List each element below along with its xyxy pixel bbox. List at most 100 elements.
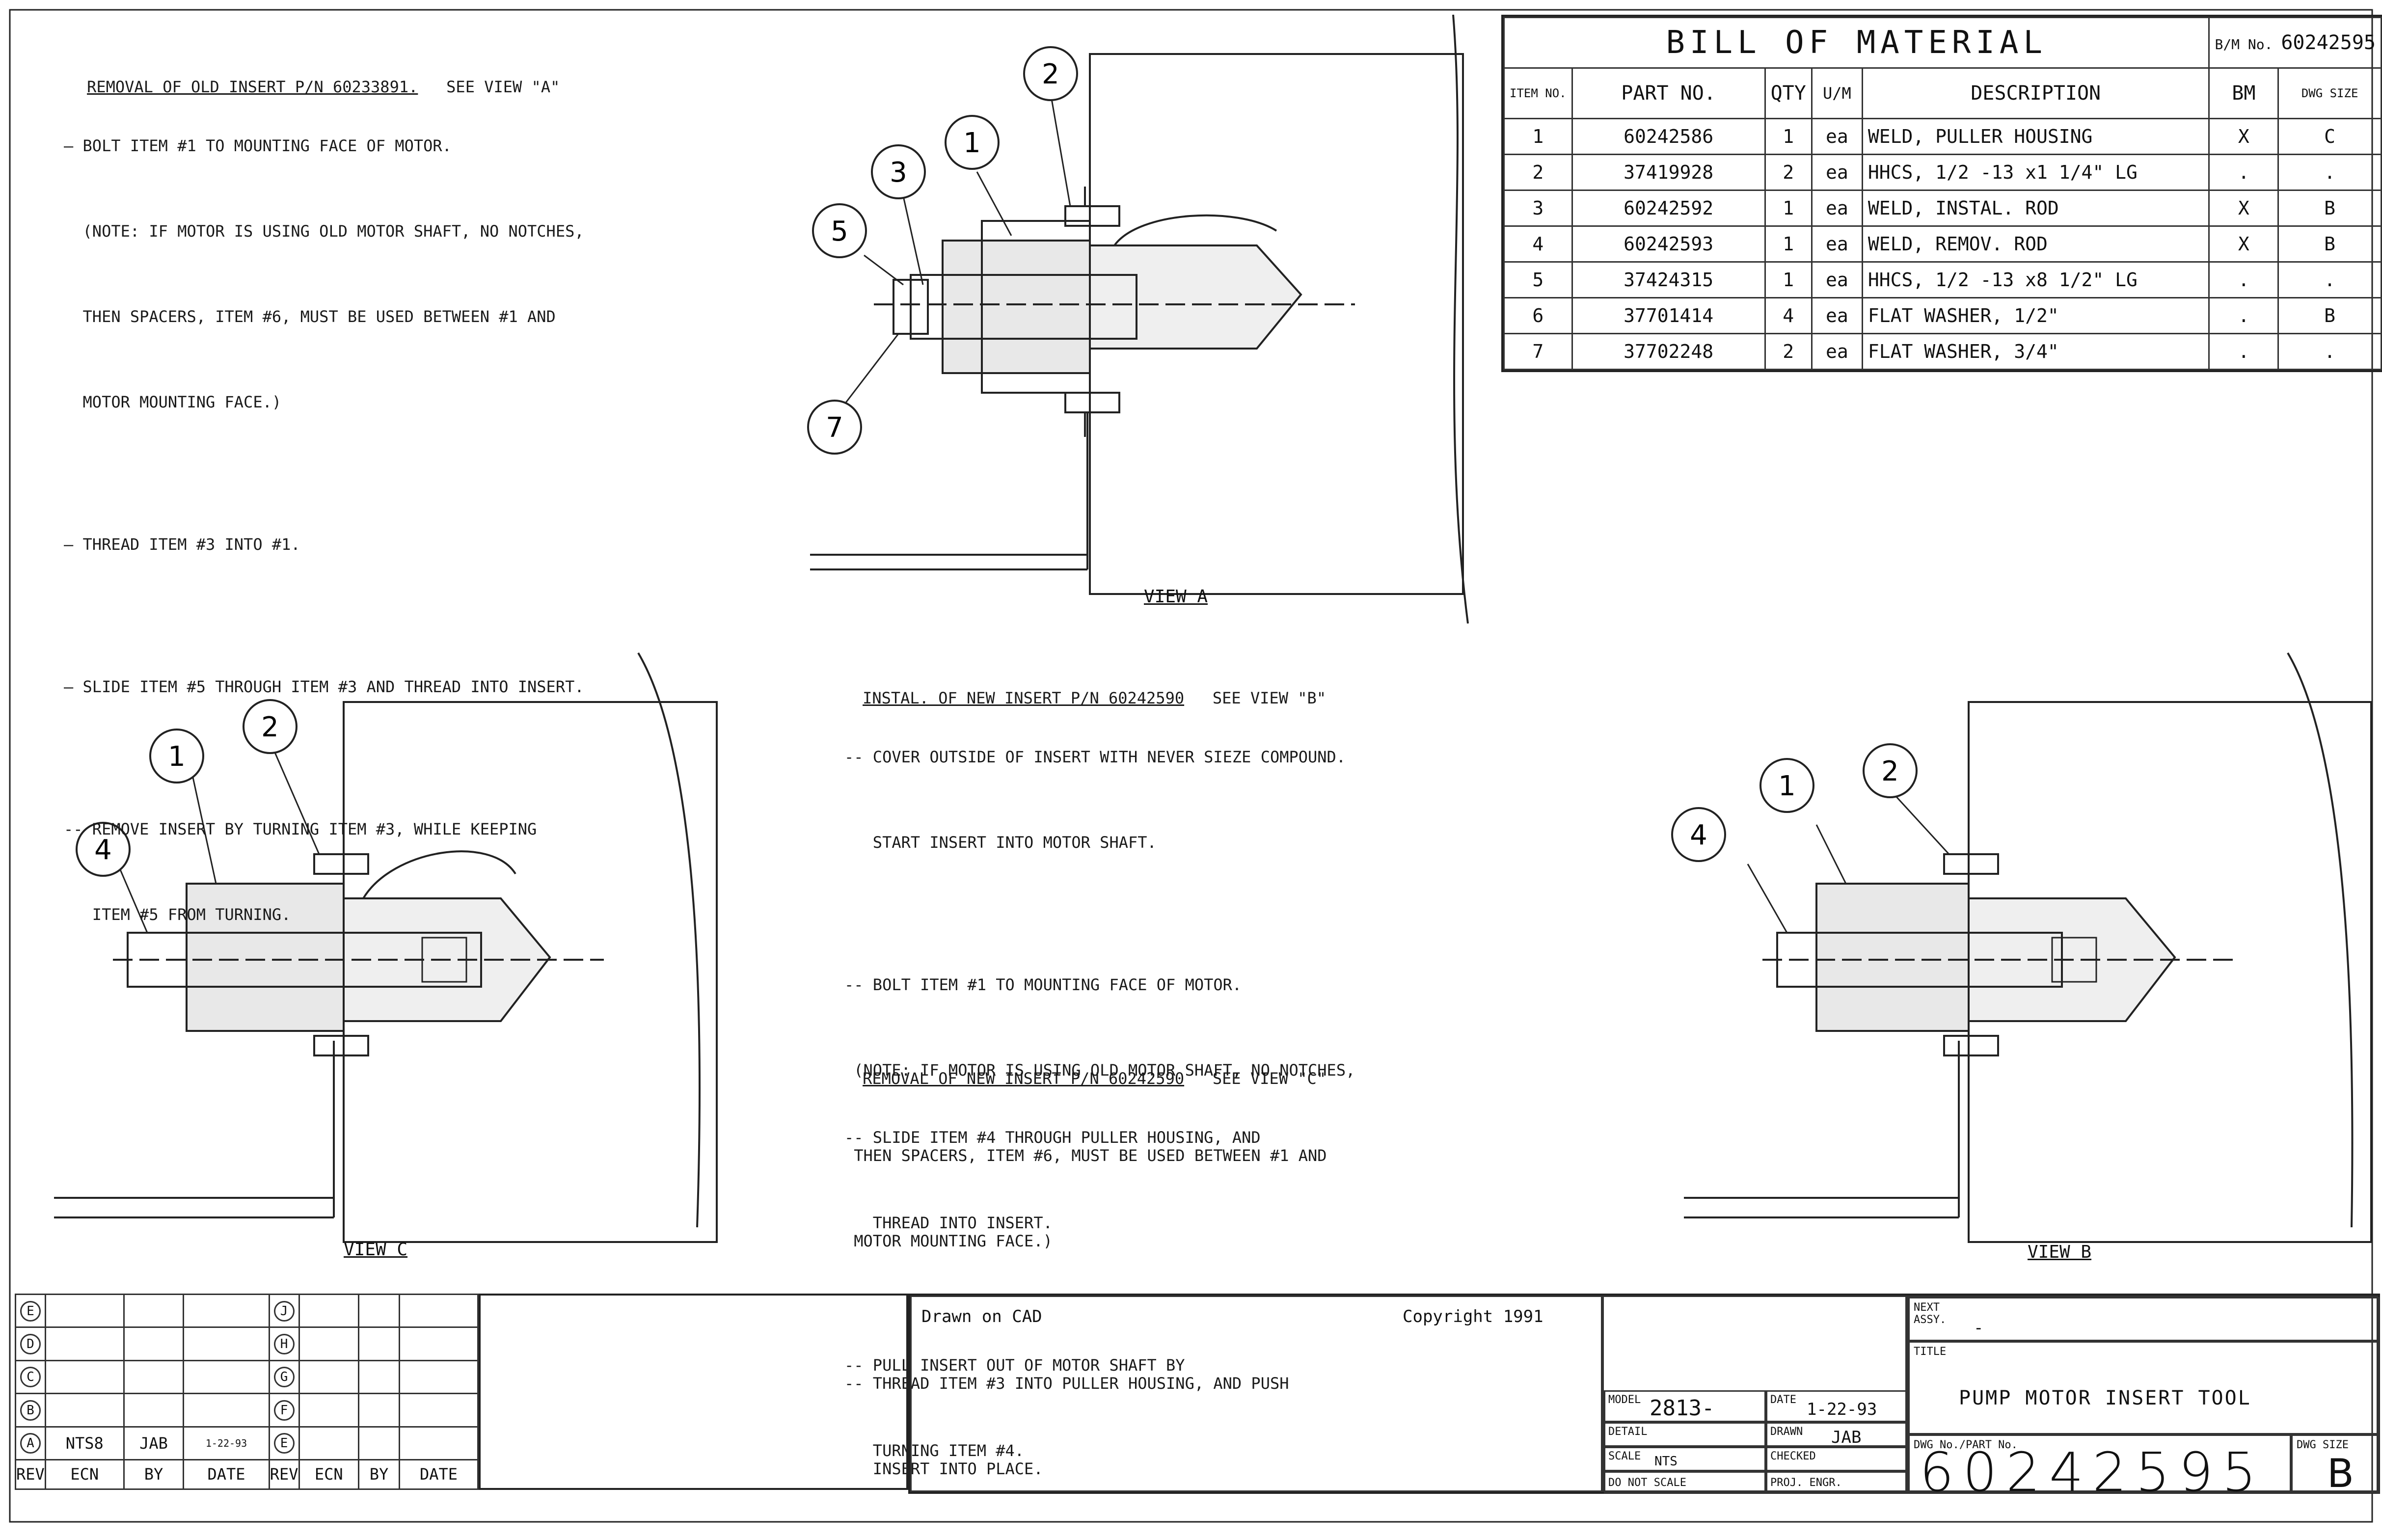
balloon-view-a-3: 3 [871,144,926,199]
next-assy-label: NEXT ASSY. [1914,1301,1947,1326]
balloon-text: 5 [831,216,848,247]
balloon-view-c-4: 4 [76,822,131,877]
bom-cell: . [2208,261,2279,298]
drawing-number: 60242595 [1920,1441,2265,1504]
rev-date: 1-22-93 [183,1426,270,1460]
balloon-text: 7 [826,412,843,444]
view-c-label: VIEW C [344,1240,408,1260]
note-lines: — BOLT ITEM #1 TO MOUNTING FACE OF MOTOR… [64,75,584,986]
bom-cell: B [2277,225,2382,263]
rev-header: BY [357,1459,400,1490]
bom-cell: HHCS, 1/2 -13 x1 1/4" LG [1861,154,2210,191]
balloon-text: 1 [963,127,981,159]
balloon-text: 1 [1778,770,1796,802]
bom-cell: C [2277,118,2382,155]
bom-cell: WELD, INSTAL. ROD [1861,189,2210,227]
bom-cell: 2 [1764,333,1813,370]
note-line: THREAD INTO INSERT. [844,1214,1053,1232]
revision-block: E J D H C G B F A NTS8 JAB 1-22-93 E REV… [15,1293,479,1490]
bom-cell: 7 [1503,333,1573,370]
model-info-box: MODEL 2813- DATE 1-22-93 DETAIL DRAWN JA… [1602,1296,1908,1493]
note-line: -- SLIDE ITEM #4 THROUGH PULLER HOUSING,… [844,1128,1261,1147]
view-c-drawing [54,652,718,1243]
note-lines: -- COVER OUTSIDE OF INSERT WITH NEVER SI… [844,686,1355,1540]
table-row: 3 60242592 1 ea WELD, INSTAL. ROD X B [1503,189,2382,227]
bom-cell: 2 [1764,154,1813,191]
bom-cell: WELD, PULLER HOUSING [1861,118,2210,155]
note-lines: -- SLIDE ITEM #4 THROUGH PULLER HOUSING,… [844,1066,1261,1522]
rev-by: JAB [123,1426,185,1460]
view-b-drawing [1684,652,2372,1243]
bom-cell: 60242592 [1571,189,1766,227]
bom-cell: . [2277,261,2382,298]
drawing-size: B [2327,1451,2354,1496]
balloon-text: 1 [168,741,186,773]
note-line: — THREAD ITEM #3 INTO #1. [64,535,300,554]
note-see-view: SEE VIEW "B" [1212,689,1326,707]
bom-cell: ea [1811,333,1863,370]
view-b-label: VIEW B [2028,1242,2092,1262]
bom-cell: X [2208,225,2279,263]
rev-header: BY [123,1459,185,1490]
rev-letter: B [20,1400,41,1421]
bom-cell: WELD, REMOV. ROD [1861,225,2210,263]
bill-of-material: BILL OF MATERIAL B/M No. 60242595 ITEM N… [1501,15,2382,372]
balloon-text: 2 [261,711,279,743]
balloon-view-a-2: 2 [1023,46,1078,101]
bom-cell: 37702248 [1571,333,1766,370]
bom-cell: 6 [1503,297,1573,334]
bom-cell: 3 [1503,189,1573,227]
note-line: -- REMOVE INSERT BY TURNING ITEM #3, WHI… [64,820,537,838]
bom-cell: . [2277,154,2382,191]
note-line: THEN SPACERS, ITEM #6, MUST BE USED BETW… [844,1146,1327,1165]
bom-cell: ea [1811,225,1863,263]
rev-header: REV [268,1459,300,1490]
table-row: 4 60242593 1 ea WELD, REMOV. ROD X B [1503,225,2382,263]
blank-area [479,1294,908,1490]
note-title: INSTAL. OF NEW INSERT P/N 60242590 [863,689,1185,707]
note-line: MOTOR MOUNTING FACE.) [64,393,282,411]
rev-letter: G [273,1367,295,1388]
bom-col-part: PART NO. [1571,67,1766,119]
bom-cell: . [2208,333,2279,370]
view-a-label: VIEW A [1144,587,1208,607]
bom-cell: ea [1811,261,1863,298]
note-title: REMOVAL OF OLD INSERT P/N 60233891. [87,78,418,96]
dwg-no-label: DWG No./PART No. [1914,1439,2018,1451]
drawing-title: PUMP MOTOR INSERT TOOL [1959,1387,2251,1409]
balloon-view-b-1: 1 [1759,758,1814,813]
bom-header-row: ITEM NO. PART NO. QTY U/M DESCRIPTION BM… [1503,67,2382,119]
cad-notice-box: Drawn on CAD Copyright 1991 [910,1296,1602,1492]
bom-cell: 1 [1764,225,1813,263]
balloon-view-a-7: 7 [807,400,862,455]
bom-col-um: U/M [1811,67,1863,119]
rev-letter: J [273,1300,295,1322]
note-line: ITEM #5 FROM TURNING. [64,905,291,924]
bom-cell: B [2277,297,2382,334]
bom-cell: 37419928 [1571,154,1766,191]
table-row: 1 60242586 1 ea WELD, PULLER HOUSING X C [1503,118,2382,155]
model-value: 2813- [1650,1396,1715,1421]
balloon-text: 2 [1881,756,1899,787]
checked-label: CHECKED [1770,1450,1816,1462]
copyright: Copyright 1991 [1403,1307,1543,1326]
drawn-value: JAB [1831,1428,1862,1447]
table-row: 2 37419928 2 ea HHCS, 1/2 -13 x1 1/4" LG… [1503,154,2382,191]
rev-header: DATE [398,1459,479,1490]
title-label: TITLE [1914,1346,1947,1358]
date-value: 1-22-93 [1807,1400,1877,1419]
rev-letter: F [273,1400,295,1421]
note-see-view: SEE VIEW "C" [1212,1069,1326,1088]
rev-ecn: NTS8 [44,1426,125,1460]
do-not-scale: DO NOT SCALE [1608,1477,1686,1489]
balloon-view-c-2: 2 [243,699,298,754]
bom-cell: HHCS, 1/2 -13 x8 1/2" LG [1861,261,2210,298]
bom-cell: 1 [1764,118,1813,155]
bom-cell: 1 [1503,118,1573,155]
bom-cell: 1 [1764,261,1813,298]
bom-cell: 4 [1503,225,1573,263]
bom-no-label: B/M No. [2215,36,2273,53]
balloon-text: 2 [1042,58,1059,90]
note-see-view: SEE VIEW "A" [446,78,560,96]
